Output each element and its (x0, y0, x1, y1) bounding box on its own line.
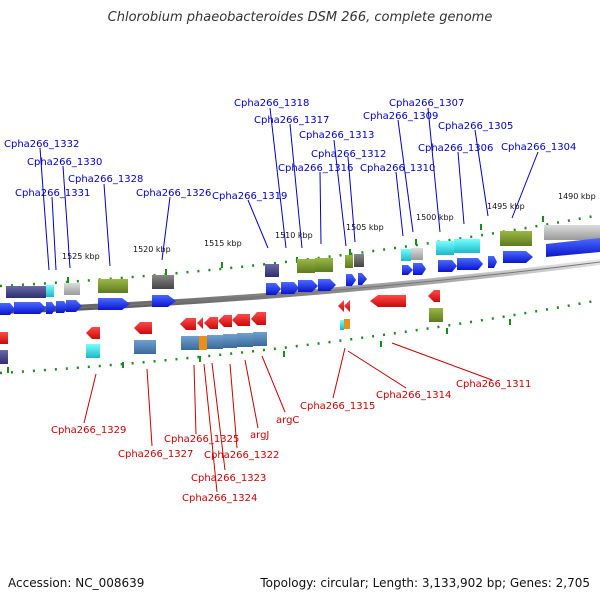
outer-reverse-features (0, 308, 443, 364)
accession-text: Accession: NC_008639 (8, 576, 145, 590)
forward-genes (0, 238, 600, 315)
gene-label-cpha266-1325[interactable]: Cpha266_1325 (164, 434, 239, 445)
gene-label-cpha266-1326[interactable]: Cpha266_1326 (136, 188, 211, 199)
top-leader-lines (39, 107, 539, 271)
gene-label-cpha266-1305[interactable]: Cpha266_1305 (438, 121, 513, 132)
gene-label-argc[interactable]: argC (276, 415, 299, 426)
scale-label-1520: 1520 kbp (133, 245, 171, 254)
gene-label-cpha266-1315[interactable]: Cpha266_1315 (300, 401, 375, 412)
gene-label-cpha266-1319[interactable]: Cpha266_1319 (212, 191, 287, 202)
outer-forward-features (6, 225, 600, 298)
gene-label-cpha266-1311[interactable]: Cpha266_1311 (456, 379, 531, 390)
gene-label-cpha266-1329[interactable]: Cpha266_1329 (51, 425, 126, 436)
gene-label-cpha266-1331[interactable]: Cpha266_1331 (15, 188, 90, 199)
scale-label-1525: 1525 kbp (62, 252, 100, 261)
gene-label-cpha266-1332[interactable]: Cpha266_1332 (4, 139, 79, 150)
gene-label-cpha266-1323[interactable]: Cpha266_1323 (191, 473, 266, 484)
gene-label-cpha266-1317[interactable]: Cpha266_1317 (254, 115, 329, 126)
scale-label-1515: 1515 kbp (204, 239, 242, 248)
gene-label-cpha266-1327[interactable]: Cpha266_1327 (118, 449, 193, 460)
reverse-genes (0, 290, 440, 344)
gene-label-cpha266-1322[interactable]: Cpha266_1322 (204, 450, 279, 461)
scale-label-1495: 1495 kbp (487, 202, 525, 211)
gene-label-cpha266-1316[interactable]: Cpha266_1316 (278, 163, 353, 174)
scale-label-1505: 1505 kbp (346, 223, 384, 232)
bottom-leader-lines (83, 342, 493, 493)
gene-label-cpha266-1309[interactable]: Cpha266_1309 (363, 111, 438, 122)
gene-label-cpha266-1324[interactable]: Cpha266_1324 (182, 493, 257, 504)
gene-label-cpha266-1328[interactable]: Cpha266_1328 (68, 174, 143, 185)
major-ticks (7, 216, 544, 373)
scale-label-1500: 1500 kbp (416, 213, 454, 222)
gene-label-cpha266-1313[interactable]: Cpha266_1313 (299, 130, 374, 141)
gene-label-cpha266-1314[interactable]: Cpha266_1314 (376, 390, 451, 401)
gene-label-cpha266-1310[interactable]: Cpha266_1310 (360, 163, 435, 174)
gene-label-argj[interactable]: argJ (250, 430, 269, 441)
scale-label-1490: 1490 kbp (558, 192, 596, 201)
gene-label-cpha266-1304[interactable]: Cpha266_1304 (501, 142, 576, 153)
genome-stats-text: Topology: circular; Length: 3,133,902 bp… (260, 576, 590, 590)
gene-label-cpha266-1318[interactable]: Cpha266_1318 (234, 98, 309, 109)
gene-label-cpha266-1312[interactable]: Cpha266_1312 (311, 149, 386, 160)
gene-label-cpha266-1330[interactable]: Cpha266_1330 (27, 157, 102, 168)
map-title: Chlorobium phaeobacteroides DSM 266, com… (107, 10, 493, 25)
gene-label-cpha266-1306[interactable]: Cpha266_1306 (418, 143, 493, 154)
scale-label-1510: 1510 kbp (275, 231, 313, 240)
gene-label-cpha266-1307[interactable]: Cpha266_1307 (389, 98, 464, 109)
